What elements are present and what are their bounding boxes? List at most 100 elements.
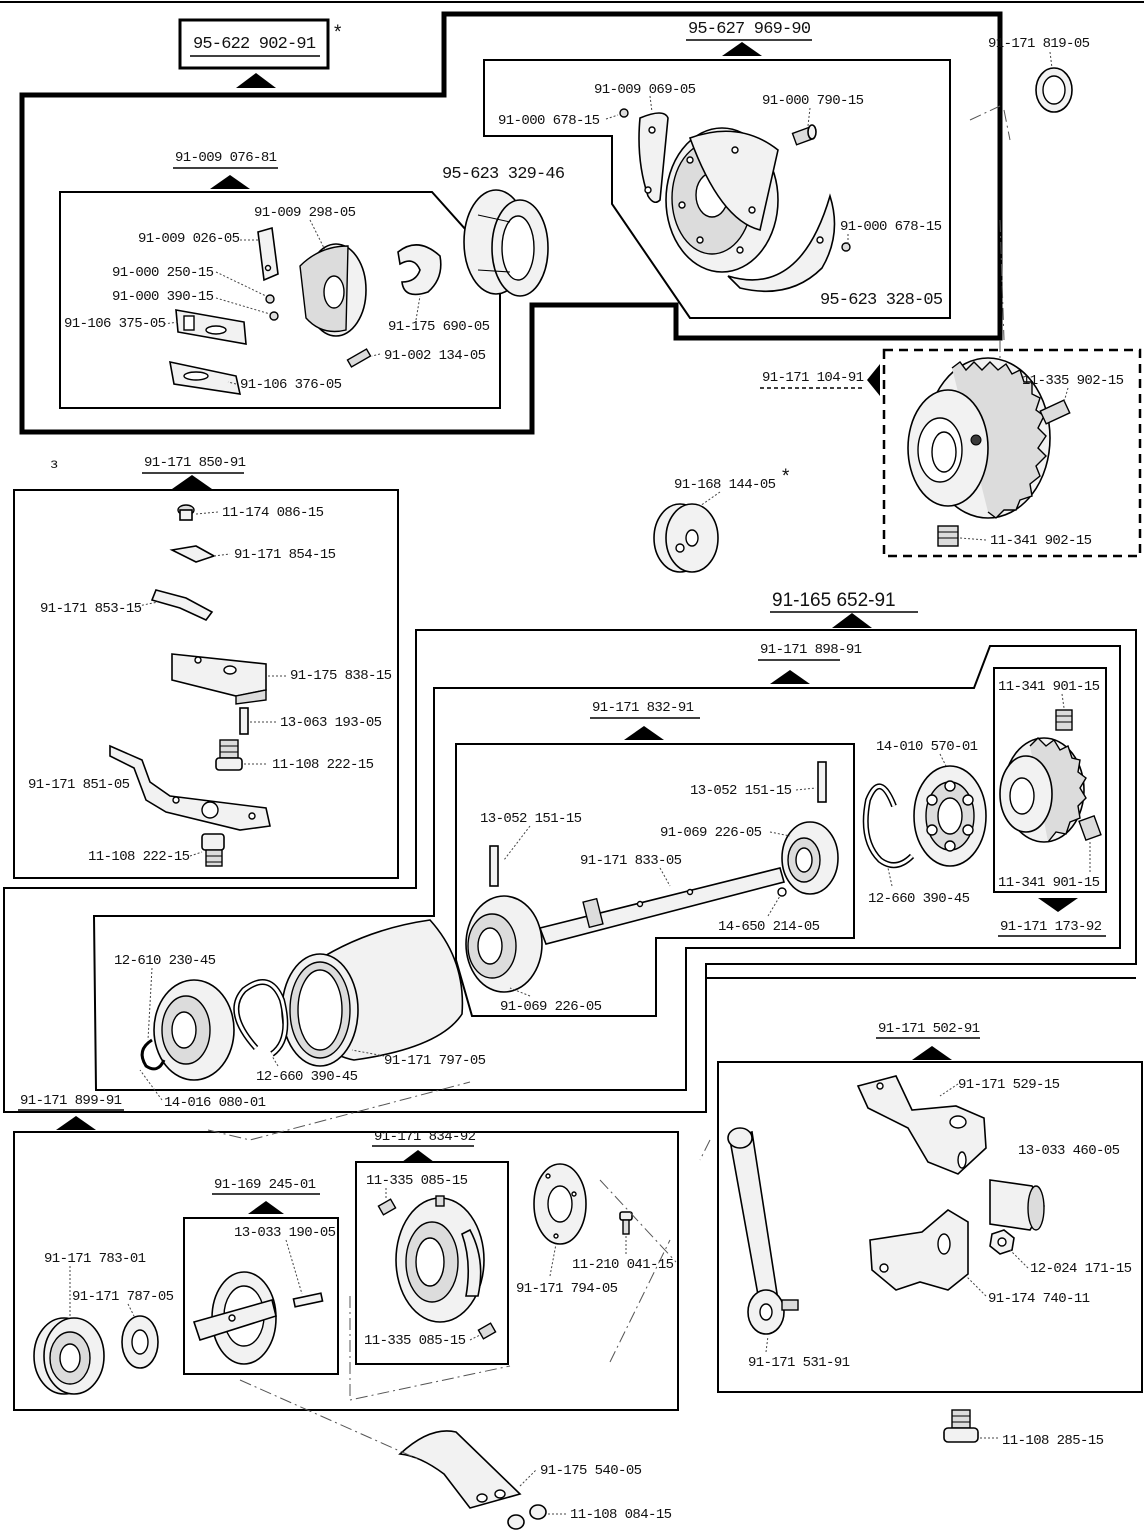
retainer-pin <box>239 707 249 735</box>
label-p-11-335-085-15-b: 11-335 085-15 <box>364 1333 466 1349</box>
gear-assembly-outline <box>882 348 1142 558</box>
label-p-91-174-740-11: 91-174 740-11 <box>988 1291 1090 1307</box>
label-p-91-171-529-15: 91-171 529-15 <box>958 1077 1060 1093</box>
label-p-13-033-190-05: 13-033 190-05 <box>234 1225 336 1241</box>
label-p-91-175-540-05: 91-175 540-05 <box>540 1463 642 1479</box>
washer-left <box>121 1315 159 1369</box>
shaft-unit-label: 91-165 652-91 <box>772 590 896 611</box>
bracket-nut <box>989 1229 1015 1255</box>
bracket-lower <box>869 1209 969 1291</box>
hook-gib <box>638 112 669 204</box>
gear-set-screw-top <box>1039 399 1071 425</box>
retainer-screw-a <box>215 739 243 771</box>
label-p-12-660-390-45-b: 12-660 390-45 <box>256 1069 358 1085</box>
latch-plate <box>175 309 247 345</box>
rotary-hook-body <box>665 127 779 273</box>
label-p-91-171-797-05: 91-171 797-05 <box>384 1053 486 1069</box>
label-p-12-024-171-15: 12-024 171-15 <box>1030 1261 1132 1277</box>
label-p-13-033-460-05: 13-033 460-05 <box>1018 1143 1120 1159</box>
retainer-clip <box>169 545 216 563</box>
bobbin-spring-plate <box>257 226 279 282</box>
label-p-12-660-390-45-a: 12-660 390-45 <box>868 891 970 907</box>
shaft-sub2-label: 91-171 832-91 <box>592 700 694 716</box>
pulley-left <box>33 1317 105 1395</box>
hook-assembly-asterisk: * <box>334 22 342 43</box>
shaft-unit-outline <box>3 629 1137 1113</box>
label-p-95-623-329-46: 95-623 329-46 <box>442 165 565 184</box>
bracket-unit-outline <box>717 1061 1143 1393</box>
crank-unit-outline <box>183 1217 339 1375</box>
hook-guard <box>727 193 836 293</box>
label-p-91-171-783-01: 91-171 783-01 <box>44 1251 146 1267</box>
label-p-91-168-144-05-note: * <box>782 466 790 487</box>
retainer-lever <box>109 744 271 831</box>
label-p-91-002-134-05: 91-002 134-05 <box>384 348 486 364</box>
cam-screw-a <box>377 1198 397 1216</box>
label-p-91-000-678-15-b: 91-000 678-15 <box>840 219 942 235</box>
hook-set-b-outline <box>59 191 501 409</box>
pin-diagonal <box>489 845 499 887</box>
bearing-left <box>153 979 235 1081</box>
crank-wheel <box>192 1271 277 1365</box>
label-p-91-171-794-05: 91-171 794-05 <box>516 1281 618 1297</box>
bobbin-retainer-label: 91-171 850-91 <box>144 455 246 471</box>
pinion-unit-outline <box>993 667 1107 893</box>
shaft-collar-left <box>465 895 543 993</box>
set-screw-small <box>346 348 372 368</box>
shaft-subunit-outline <box>92 645 1121 1091</box>
label-p-11-108-285-15: 11-108 285-15 <box>1002 1433 1104 1449</box>
latch-lever <box>168 360 242 395</box>
retainer-screw <box>177 504 195 521</box>
bracket-unit-label: 91-171 502-91 <box>878 1021 980 1037</box>
gear-set-screw-bottom <box>937 525 959 547</box>
label-p-14-016-080-01: 14-016 080-01 <box>164 1095 266 1111</box>
label-p-13-052-151-15-a: 13-052 151-15 <box>690 783 792 799</box>
bracket-arm <box>856 1075 987 1175</box>
label-p-11-210-041-15: 11-210 041-15 <box>572 1257 674 1273</box>
label-p-11-335-085-15-a: 11-335 085-15 <box>366 1173 468 1189</box>
hook-set-b-label: 91-009 076-81 <box>175 150 277 166</box>
label-p-91-171-787-05: 91-171 787-05 <box>72 1289 174 1305</box>
label-p-91-106-375-05: 91-106 375-05 <box>64 316 166 332</box>
bobbin-case-spring <box>397 244 442 296</box>
collar <box>781 821 839 895</box>
link-rod <box>727 1127 799 1335</box>
bracket-pin <box>989 1179 1045 1231</box>
label-p-95-623-328-05: 95-623 328-05 <box>820 291 943 310</box>
label-p-91-009-298-05: 91-009 298-05 <box>254 205 356 221</box>
hook-assembly-label-box <box>178 18 330 70</box>
pinion-screw-top <box>1055 709 1073 731</box>
label-p-11-335-902-15: 11-335 902-15 <box>1022 373 1124 389</box>
ball-bearing <box>913 765 987 867</box>
cam-unit-label: 91-171 834-92 <box>374 1129 476 1145</box>
hook-set-a-outline <box>483 59 951 319</box>
cam-part <box>395 1195 485 1323</box>
shuttle-race-ring <box>463 189 549 297</box>
gear-assembly-label: 91-171 104-91 <box>762 370 864 386</box>
label-p-13-052-151-15-b: 13-052 151-15 <box>480 811 582 827</box>
label-p-91-171-531-91: 91-171 531-91 <box>748 1355 850 1371</box>
gear-wheel <box>907 357 1051 519</box>
label-p-14-010-570-01: 14-010 570-01 <box>876 739 978 755</box>
main-shaft <box>538 867 785 945</box>
crank-pin <box>292 1292 324 1308</box>
bottom-screws-small <box>507 1504 547 1530</box>
label-p-91-171-833-05: 91-171 833-05 <box>580 853 682 869</box>
label-p-91-069-226-05-a: 91-069 226-05 <box>660 825 762 841</box>
label-p-11-174-086-15: 11-174 086-15 <box>222 505 324 521</box>
label-p-91-000-250-15: 91-000 250-15 <box>112 265 214 281</box>
label-p-91-175-690-05: 91-175 690-05 <box>388 319 490 335</box>
label-p-91-171-819-05: 91-171 819-05 <box>988 36 1090 52</box>
crank-unit-label: 91-169 245-01 <box>214 1177 316 1193</box>
pinion-screw-side <box>1078 814 1102 842</box>
hook-assembly-label: 95-622 902-91 <box>193 35 316 54</box>
shaft-sub2-outline <box>455 743 855 1017</box>
label-p-91-069-226-05-b: 91-069 226-05 <box>500 999 602 1015</box>
retaining-ring-b <box>233 979 289 1057</box>
bottom-screw-right <box>943 1409 979 1443</box>
cam-screw-b <box>477 1322 497 1340</box>
label-p-13-063-193-05: 13-063 193-05 <box>280 715 382 731</box>
snap-ring <box>140 1038 166 1071</box>
label-p-12-610-230-45: 12-610 230-45 <box>114 953 216 969</box>
